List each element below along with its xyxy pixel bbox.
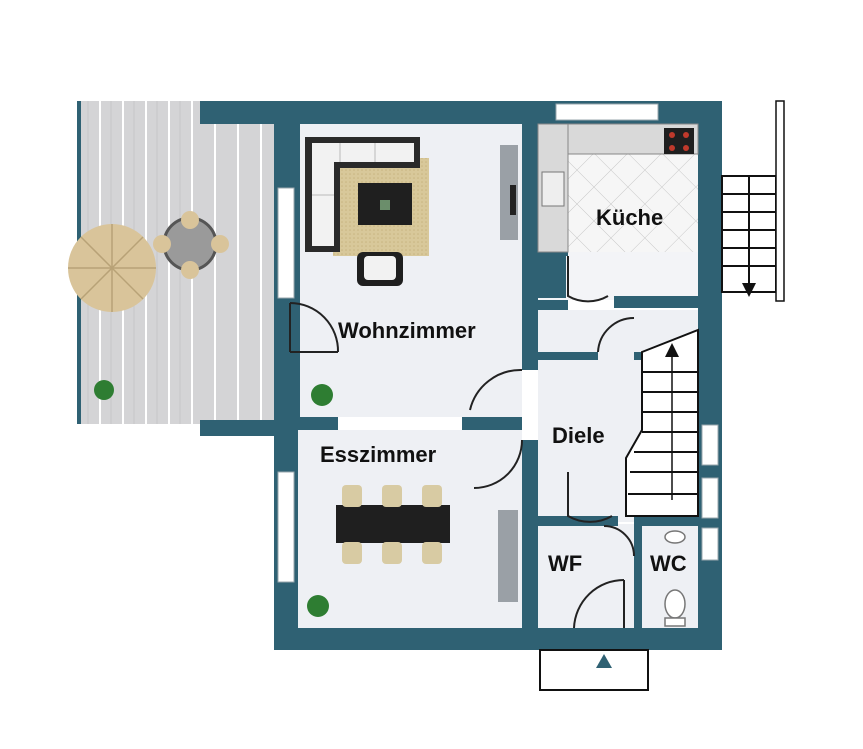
label-esszimmer: Esszimmer <box>320 442 437 467</box>
tv <box>510 185 516 215</box>
kitchen-counter <box>537 123 699 253</box>
tv-cabinet <box>500 145 518 240</box>
label-kueche: Küche <box>596 205 663 230</box>
up-arrow-icon <box>665 343 679 357</box>
doors <box>469 256 635 629</box>
room-floors <box>298 124 698 691</box>
umbrella <box>68 224 156 312</box>
patio-table <box>153 211 229 279</box>
terrace-south-wall <box>200 420 300 428</box>
sofa <box>305 137 420 252</box>
label-diele: Diele <box>552 423 605 448</box>
table-decor <box>380 200 390 210</box>
entrance-arrow-icon <box>596 654 612 668</box>
terrace-wall <box>200 101 300 126</box>
plant-icon <box>94 380 333 617</box>
label-wohnzimmer: Wohnzimmer <box>338 318 476 343</box>
label-wf: WF <box>548 551 582 576</box>
armchair <box>357 252 403 286</box>
terrace-deck-boards <box>214 124 262 424</box>
label-wc: WC <box>650 551 687 576</box>
down-arrow-icon <box>742 283 756 297</box>
outdoor-stairs <box>721 100 785 302</box>
windows <box>277 103 719 583</box>
wc-fixtures <box>664 530 686 627</box>
dining-table <box>336 485 450 564</box>
terrace-door <box>289 302 340 353</box>
interior-staircase <box>625 328 699 517</box>
sideboard <box>498 510 518 602</box>
